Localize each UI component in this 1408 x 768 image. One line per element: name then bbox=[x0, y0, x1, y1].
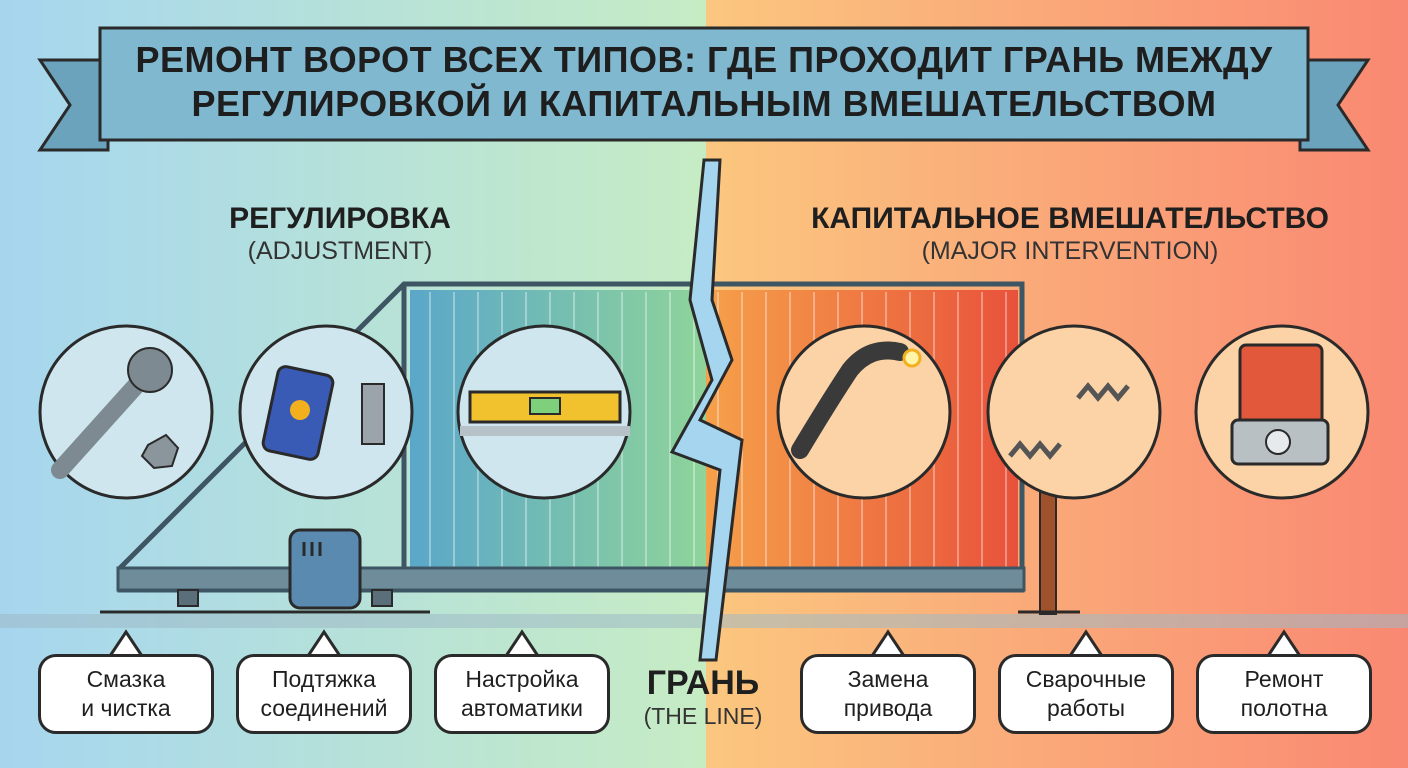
label-lubrication: Смазка и чистка bbox=[38, 654, 214, 734]
intervention-header: КАПИТАЛЬНОЕ ВМЕШАТЕЛЬСТВО (MAJOR INTERVE… bbox=[770, 202, 1370, 266]
label-drive-replacement: Замена привода bbox=[800, 654, 976, 734]
the-line-label: ГРАНЬ (THE LINE) bbox=[628, 664, 778, 730]
intervention-subtitle: (MAJOR INTERVENTION) bbox=[921, 237, 1219, 265]
gate-wheels bbox=[177, 589, 393, 607]
label-welding: Сварочные работы bbox=[998, 654, 1174, 734]
intervention-title: КАПИТАЛЬНОЕ ВМЕШАТЕЛЬСТВО bbox=[811, 202, 1329, 235]
broken-spring-icon bbox=[986, 324, 1162, 500]
adjustment-header: РЕГУЛИРОВКА (ADJUSTMENT) bbox=[190, 202, 490, 266]
welding-torch-icon bbox=[776, 324, 952, 500]
spring-shape bbox=[1008, 382, 1130, 460]
spray-can-shape bbox=[261, 365, 385, 461]
adjustment-title: РЕГУЛИРОВКА bbox=[229, 202, 451, 235]
motor-shape bbox=[1230, 343, 1330, 466]
title-banner bbox=[37, 26, 1371, 152]
gate-bottom-rail bbox=[116, 566, 1026, 592]
label-panel-repair: Ремонт полотна bbox=[1196, 654, 1372, 734]
gate-motor-unit bbox=[288, 528, 362, 610]
the-line-subtitle: (THE LINE) bbox=[643, 703, 763, 729]
the-line-title: ГРАНЬ bbox=[646, 664, 760, 702]
wrench-shape bbox=[51, 347, 180, 479]
label-automation-setup: Настройка автоматики bbox=[434, 654, 610, 734]
torch-shape bbox=[791, 341, 922, 459]
label-tightening: Подтяжка соединений bbox=[236, 654, 412, 734]
page-title: РЕМОНТ ВОРОТ ВСЕХ ТИПОВ: ГДЕ ПРОХОДИТ ГР… bbox=[135, 39, 1273, 124]
adjustment-subtitle: (ADJUSTMENT) bbox=[247, 237, 433, 265]
level-shape bbox=[460, 390, 630, 436]
gate-post bbox=[1039, 479, 1057, 615]
lightning-divider-icon bbox=[669, 158, 744, 662]
